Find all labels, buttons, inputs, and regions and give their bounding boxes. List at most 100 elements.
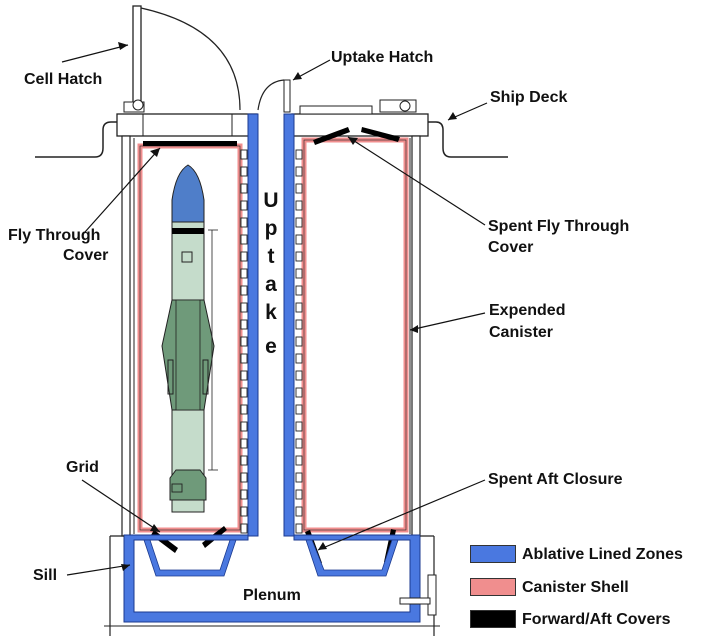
right-canister-shell (301, 137, 409, 533)
rail-segment (240, 302, 248, 313)
rail-segment (240, 387, 248, 398)
uptake-letter-p: p (264, 217, 278, 240)
label-expended-canister-1: Expended (489, 302, 566, 319)
rail-segment (295, 285, 303, 296)
cell-hatch-hinge (132, 99, 144, 111)
legend-label-ablative: Ablative Lined Zones (522, 546, 683, 563)
rail-segment (240, 319, 248, 330)
rail-segment (240, 200, 248, 211)
uptake-hatch-arc (257, 79, 285, 111)
ship-deck-right (428, 121, 508, 158)
rail-segment (295, 472, 303, 483)
rail-segment (295, 166, 303, 177)
rail-segment (240, 489, 248, 500)
label-fly-through-cover-2: Cover (63, 247, 109, 264)
label-fly-through-cover-1: Fly Through (8, 227, 101, 244)
rail-segment (295, 234, 303, 245)
uptake-letter-u: U (263, 189, 279, 212)
uptake-letter-t: t (267, 245, 275, 268)
cell-hatch-leader (61, 44, 129, 63)
rail-segment (240, 455, 248, 466)
rail-segment (240, 336, 248, 347)
uptake-letter-k: k (265, 301, 277, 324)
rail-segment (295, 506, 303, 517)
label-spent-fly-through-cover-2: Cover (488, 239, 534, 256)
rail-segment (240, 421, 248, 432)
rail-segment (240, 438, 248, 449)
rail-segment (240, 353, 248, 364)
left-sill-funnel (143, 539, 237, 577)
label-ship-deck: Ship Deck (490, 89, 568, 106)
rail-segment (240, 285, 248, 296)
rail-segment (240, 183, 248, 194)
cell-hatch-swing-arc (140, 7, 241, 111)
uptake-letter-e: e (265, 335, 277, 358)
right-rail-ladder (295, 149, 303, 534)
legend-swatch-covers (470, 610, 516, 628)
label-cell-hatch: Cell Hatch (24, 71, 103, 88)
missile-nose (171, 164, 205, 223)
uptake-right-wall (283, 113, 295, 537)
missile-aft-fins (169, 469, 207, 501)
rail-segment (240, 523, 248, 534)
rail-segment (240, 234, 248, 245)
rail-segment (240, 472, 248, 483)
spent-aft-closure-leader (317, 479, 486, 551)
spent-fly-through-cover (313, 127, 350, 145)
label-expended-canister-2: Canister (489, 324, 554, 341)
rail-segment (295, 438, 303, 449)
rail-segment (240, 370, 248, 381)
grid-leader (81, 479, 161, 533)
right-sill-funnel (305, 539, 399, 577)
rail-segment (295, 489, 303, 500)
rail-segment (295, 251, 303, 262)
rail-segment (295, 268, 303, 279)
label-spent-fly-through-cover-1: Spent Fly Through (488, 218, 630, 235)
rail-segment (295, 183, 303, 194)
rail-segment (295, 149, 303, 160)
left-cell-frame-top (116, 113, 258, 137)
left-rail-ladder (240, 149, 248, 534)
rail-segment (295, 336, 303, 347)
rail-segment (295, 302, 303, 313)
legend-swatch-canister-shell (470, 578, 516, 596)
spent-fly-through-cover-leader (347, 136, 486, 226)
rail-segment (240, 268, 248, 279)
label-spent-aft-closure: Spent Aft Closure (488, 471, 623, 488)
rail-segment (295, 353, 303, 364)
right-cell-frame-top (291, 113, 429, 137)
fly-through-cover-leader (84, 147, 161, 233)
rail-segment (295, 217, 303, 228)
ship-deck-left (35, 121, 118, 158)
fly-through-cover (143, 141, 237, 146)
rail-segment (295, 319, 303, 330)
uptake-letter-a: a (265, 273, 277, 296)
rail-segment (295, 455, 303, 466)
label-plenum: Plenum (243, 587, 301, 604)
rail-segment (295, 200, 303, 211)
legend-swatch-ablative (470, 545, 516, 563)
rail-segment (240, 166, 248, 177)
left-aft-cover-1 (151, 530, 178, 553)
uptake-left-wall (247, 113, 259, 537)
rail-segment (295, 404, 303, 415)
rail-segment (240, 506, 248, 517)
sill-leader (66, 564, 131, 576)
label-sill: Sill (33, 567, 58, 584)
rail-segment (295, 370, 303, 381)
rail-segment (240, 217, 248, 228)
rail-segment (240, 404, 248, 415)
rail-segment (240, 149, 248, 160)
missile (161, 164, 215, 513)
label-grid: Grid (66, 459, 99, 476)
label-uptake-hatch: Uptake Hatch (331, 49, 434, 66)
left-cell-outer-wall (121, 135, 131, 537)
plenum-base (123, 534, 421, 623)
rail-segment (295, 421, 303, 432)
right-cell-outer-wall (411, 135, 421, 537)
rail-segment (295, 523, 303, 534)
cell-hatch-door (132, 5, 142, 110)
legend-label-covers: Forward/Aft Covers (522, 611, 671, 628)
rail-segment (240, 251, 248, 262)
